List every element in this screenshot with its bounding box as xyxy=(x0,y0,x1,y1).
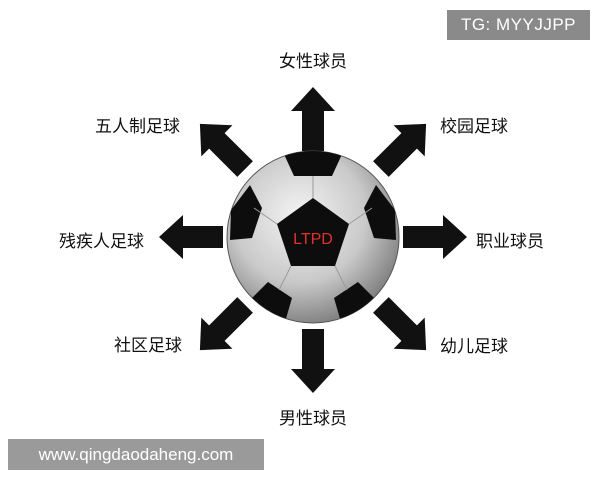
watermark-bottom-text: www.qingdaodaheng.com xyxy=(38,445,234,464)
center-pentagon xyxy=(277,198,349,266)
arrow-top-icon xyxy=(291,87,335,151)
center-label: LTPD xyxy=(293,231,333,248)
label-bottom: 男性球员 xyxy=(279,409,347,429)
label-top-right: 校园足球 xyxy=(440,117,508,137)
arrow-top-right-icon xyxy=(373,123,427,177)
arrow-bottom-left-icon xyxy=(199,297,253,351)
label-left: 残疾人足球 xyxy=(59,232,144,252)
watermark-bottom-background xyxy=(8,439,264,470)
arrow-group xyxy=(159,87,467,393)
arrow-top-left-icon xyxy=(199,123,253,177)
arrow-right-icon xyxy=(403,215,467,259)
arrow-left-icon xyxy=(159,215,223,259)
arrow-bottom-right-icon xyxy=(373,297,427,351)
label-top: 女性球员 xyxy=(279,52,347,72)
watermark-top-background xyxy=(447,10,590,40)
watermark-top-text: TG: MYYJJPP xyxy=(460,15,577,34)
label-bottom-right: 幼儿足球 xyxy=(440,337,508,357)
label-right: 职业球员 xyxy=(476,232,544,252)
label-top-left: 五人制足球 xyxy=(95,117,180,137)
arrow-bottom-icon xyxy=(291,329,335,393)
label-bottom-left: 社区足球 xyxy=(114,336,182,356)
